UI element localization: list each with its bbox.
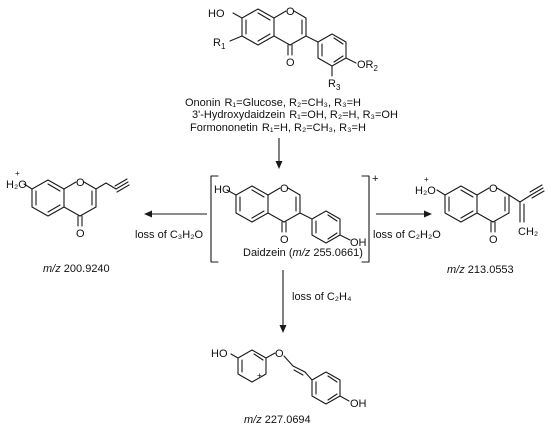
right-loss-label: loss of C₂H₂O [373, 229, 441, 241]
right-h2o-charge: + [424, 175, 429, 184]
bottom-mass-label: m/z 227.0694 [244, 414, 311, 426]
daidzein-carbonyl-oxygen: O [280, 234, 289, 246]
daidzein-structure: + HO O O OH Daidzein (m/z 255.0661) [210, 173, 378, 263]
top-or2-label: OR2 [357, 59, 379, 73]
daidzein-mass-label: Daidzein (m/z 255.0661) [243, 247, 363, 259]
left-ring-oxygen: O [76, 177, 85, 189]
bottom-oh-label: OH [350, 398, 367, 410]
bottom-charge: + [257, 371, 262, 380]
left-fragment-structure: H₂O + O O m/z 200.9240 [6, 169, 130, 275]
right-h2o-label: H₂O [415, 185, 436, 197]
bottom-ho-label: HO [211, 348, 228, 360]
top-ring-oxygen: O [286, 6, 295, 18]
arrow-top-to-center [275, 138, 283, 169]
arrow-center-to-bottom: loss of C₂H₄ [279, 270, 352, 333]
bottom-fragment-structure: HO O + OH m/z 227.0694 [211, 348, 367, 426]
left-carbonyl-oxygen: O [76, 228, 85, 240]
daidzein-ring-oxygen: O [280, 183, 289, 195]
bottom-ether-oxygen: O [275, 348, 284, 360]
right-mass-label: m/z 213.0553 [447, 264, 514, 276]
daidzein-ho-label: HO [214, 184, 231, 196]
left-h2o-charge: + [15, 169, 20, 178]
left-loss-label: loss of C₃H₂O [135, 229, 203, 241]
right-carbonyl-oxygen: O [489, 234, 498, 246]
top-ho-label: HO [208, 8, 225, 20]
top-carbonyl-oxygen: O [286, 57, 295, 69]
right-fragment-structure: H₂O + O O CH₂ m/z 213.0553 [415, 175, 545, 276]
bottom-loss-label: loss of C₂H₄ [292, 291, 352, 303]
daidzein-oh-label: OH [350, 237, 367, 249]
left-mass-label: m/z 200.9240 [43, 263, 110, 275]
top-r1-label: R1 [213, 37, 226, 51]
top-r3-label: R3 [328, 78, 341, 92]
right-ch2-label: CH₂ [518, 226, 538, 238]
daidzein-charge: + [372, 173, 378, 185]
arrow-center-to-left: loss of C₃H₂O [135, 210, 207, 241]
arrow-center-to-right: loss of C₂H₂O [373, 210, 441, 241]
right-ring-oxygen: O [489, 183, 498, 195]
left-h2o-label: H₂O [6, 179, 27, 191]
top-structure: HO O R1 O OR2 R3 [208, 6, 379, 92]
